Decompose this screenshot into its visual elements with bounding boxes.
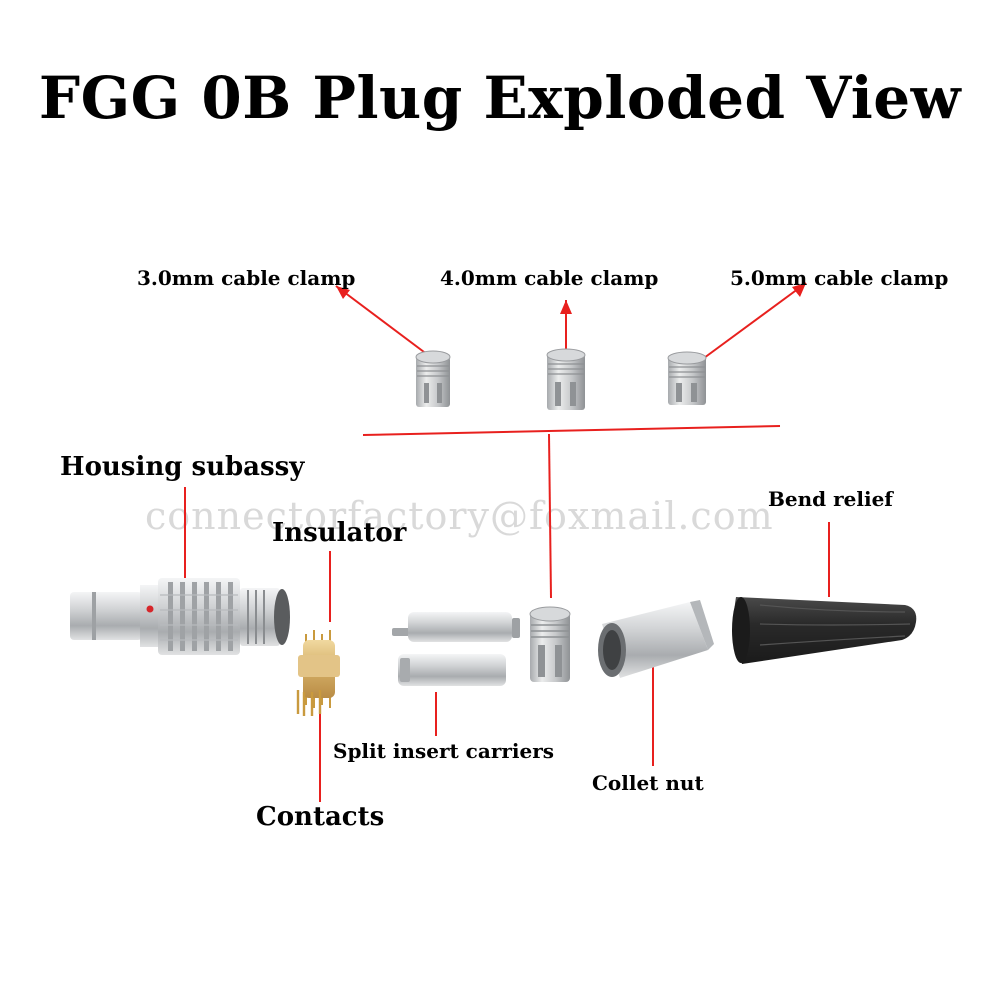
label-bend-relief: Bend relief [768, 487, 893, 511]
leader-5mm-clamp [704, 283, 806, 358]
clamp-separator-line [363, 426, 780, 435]
collet-nut-image [598, 600, 714, 678]
label-split-insert-carriers: Split insert carriers [333, 739, 554, 763]
insulator-image [298, 630, 340, 716]
bend-relief-image [732, 597, 916, 664]
label-contacts: Contacts [256, 802, 384, 832]
label-housing-subassy: Housing subassy [60, 452, 304, 482]
clamp-5mm-image [668, 352, 706, 405]
label-insulator: Insulator [272, 518, 406, 548]
clamp-3mm-image [416, 351, 450, 407]
leader-lower-clamp [549, 434, 551, 598]
label-5mm-cable-clamp: 5.0mm cable clamp [730, 266, 948, 290]
clamp-4mm-image [547, 349, 585, 410]
housing-subassy-image [70, 578, 290, 655]
arrow-4mm-clamp [560, 300, 572, 314]
label-collet-nut: Collet nut [592, 771, 704, 795]
split-insert-carriers-image [392, 612, 520, 686]
label-3mm-cable-clamp: 3.0mm cable clamp [137, 266, 355, 290]
leader-3mm-clamp [336, 286, 432, 358]
label-4mm-cable-clamp: 4.0mm cable clamp [440, 266, 658, 290]
cable-clamp-image [530, 607, 570, 682]
